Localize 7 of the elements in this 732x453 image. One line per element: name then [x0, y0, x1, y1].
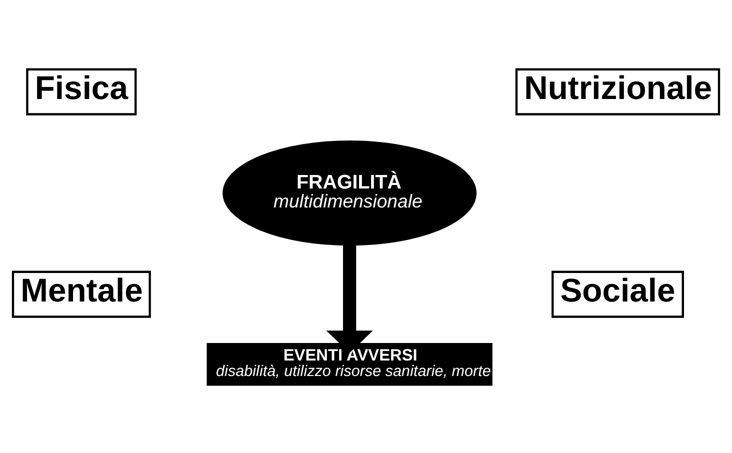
- node-ellipse: FRAGILITÀ multidimensionale: [222, 140, 477, 246]
- node-box: Mentale: [12, 270, 151, 318]
- node-box: Sociale: [552, 270, 684, 318]
- node-box: EVENTI AVVERSI disabilità, utilizzo risorse sanitarie, morte: [206, 342, 492, 386]
- node-box: Nutrizionale: [515, 68, 720, 115]
- arrow: [326, 244, 373, 352]
- node-box: Fisica: [26, 68, 137, 115]
